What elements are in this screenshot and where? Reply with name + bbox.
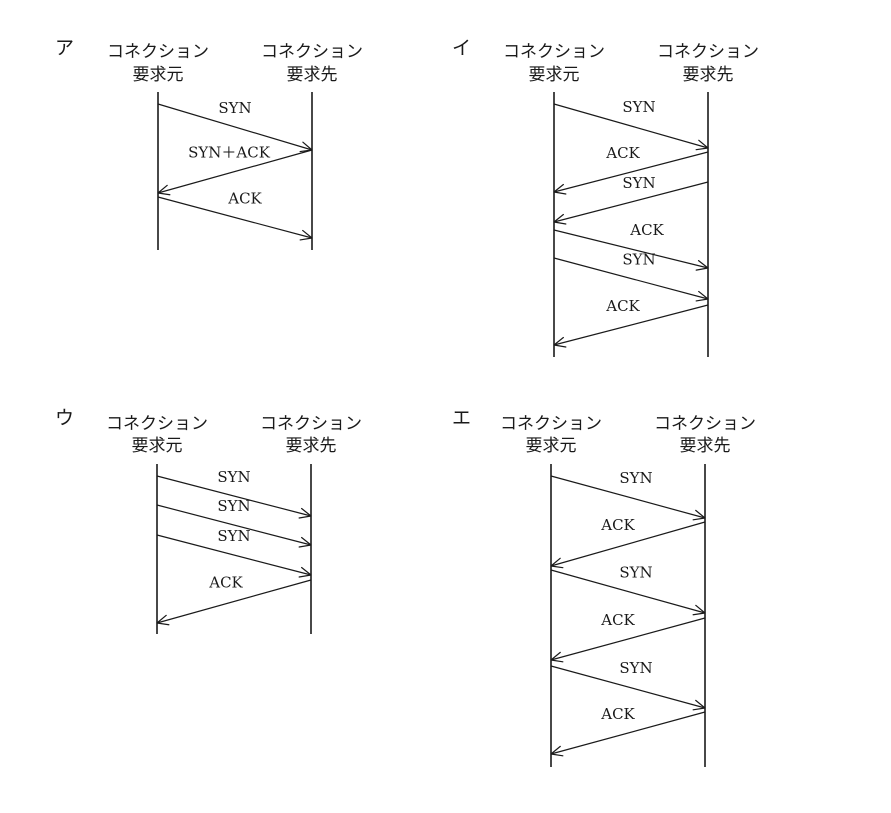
message-arrow <box>156 579 312 624</box>
message-label: ACK <box>600 705 635 723</box>
responder-header-sub: 要求先 <box>680 436 731 456</box>
message-arrow <box>156 534 312 576</box>
message-label: SYN <box>619 659 652 677</box>
responder-header-sub: 要求先 <box>287 65 338 85</box>
initiator-header: コネクション <box>107 42 209 62</box>
message-arrow <box>553 181 709 223</box>
message-arrow <box>156 504 312 546</box>
message-label: SYN <box>619 564 652 582</box>
arrowhead <box>157 184 171 196</box>
arrowhead <box>550 651 564 663</box>
message-arrow <box>550 665 706 709</box>
message-arrow <box>550 711 706 755</box>
initiator-header: コネクション <box>500 414 602 434</box>
option-label: エ <box>452 407 471 429</box>
message-label: SYN <box>619 469 652 487</box>
arrowhead <box>553 213 567 225</box>
responder-header-sub: 要求先 <box>683 65 734 85</box>
message-arrow <box>550 475 706 519</box>
arrowhead <box>299 229 313 241</box>
message-label: SYN＋ACK <box>188 144 271 162</box>
initiator-header-sub: 要求元 <box>132 436 183 456</box>
initiator-header-sub: 要求元 <box>529 65 580 85</box>
message-arrow <box>157 103 313 151</box>
message-label: ACK <box>605 297 640 315</box>
message-label: SYN <box>217 468 250 486</box>
arrowhead <box>550 557 564 569</box>
message-arrow <box>550 569 706 614</box>
responder-header: コネクション <box>654 414 756 434</box>
responder-header: コネクション <box>657 42 759 62</box>
arrowhead <box>298 536 312 548</box>
responder-header: コネクション <box>260 414 362 434</box>
option-panel: イコネクション要求元コネクション要求先SYNACKSYNACKSYNACK <box>452 37 759 357</box>
option-label: ア <box>55 37 74 59</box>
message-arrow <box>550 521 706 567</box>
message-label: ACK <box>600 611 635 629</box>
arrowhead <box>692 509 706 521</box>
message-arrow <box>550 617 706 661</box>
message-arrow <box>553 103 709 149</box>
initiator-header-sub: 要求元 <box>133 65 184 85</box>
message-label: ACK <box>605 144 640 162</box>
arrowhead <box>695 290 709 302</box>
responder-header-sub: 要求先 <box>286 436 337 456</box>
message-label: SYN <box>217 527 250 545</box>
message-arrow <box>553 257 709 300</box>
responder-header: コネクション <box>261 42 363 62</box>
option-label: イ <box>452 37 471 59</box>
message-label: ACK <box>600 516 635 534</box>
arrowhead <box>692 699 706 711</box>
message-label: SYN <box>218 99 251 117</box>
arrowhead <box>156 614 170 626</box>
message-label: SYN <box>217 497 250 515</box>
message-label: ACK <box>227 190 262 208</box>
message-arrow <box>553 304 709 346</box>
message-arrow <box>157 149 313 194</box>
arrowhead <box>692 604 706 616</box>
arrowhead <box>298 566 312 578</box>
message-arrow <box>157 196 313 239</box>
option-panel: ウコネクション要求元コネクション要求先SYNSYNSYNACK <box>55 407 362 634</box>
message-arrow <box>553 229 709 269</box>
message-label: SYN <box>622 174 655 192</box>
option-panel: アコネクション要求元コネクション要求先SYNSYN＋ACKACK <box>55 37 363 250</box>
message-label: ACK <box>629 221 664 239</box>
message-arrow <box>156 475 312 517</box>
message-label: SYN <box>622 251 655 269</box>
option-panel: エコネクション要求元コネクション要求先SYNACKSYNACKSYNACK <box>452 407 756 767</box>
message-label: ACK <box>208 574 243 592</box>
message-label: SYN <box>622 98 655 116</box>
arrowhead <box>695 139 709 151</box>
message-arrow <box>553 151 709 193</box>
arrowhead <box>553 336 567 348</box>
option-label: ウ <box>55 407 74 429</box>
initiator-header-sub: 要求元 <box>526 436 577 456</box>
initiator-header: コネクション <box>106 414 208 434</box>
arrowhead <box>695 260 709 271</box>
arrowhead <box>553 183 567 195</box>
arrowhead <box>550 745 564 757</box>
arrowhead <box>298 507 312 519</box>
initiator-header: コネクション <box>503 42 605 62</box>
